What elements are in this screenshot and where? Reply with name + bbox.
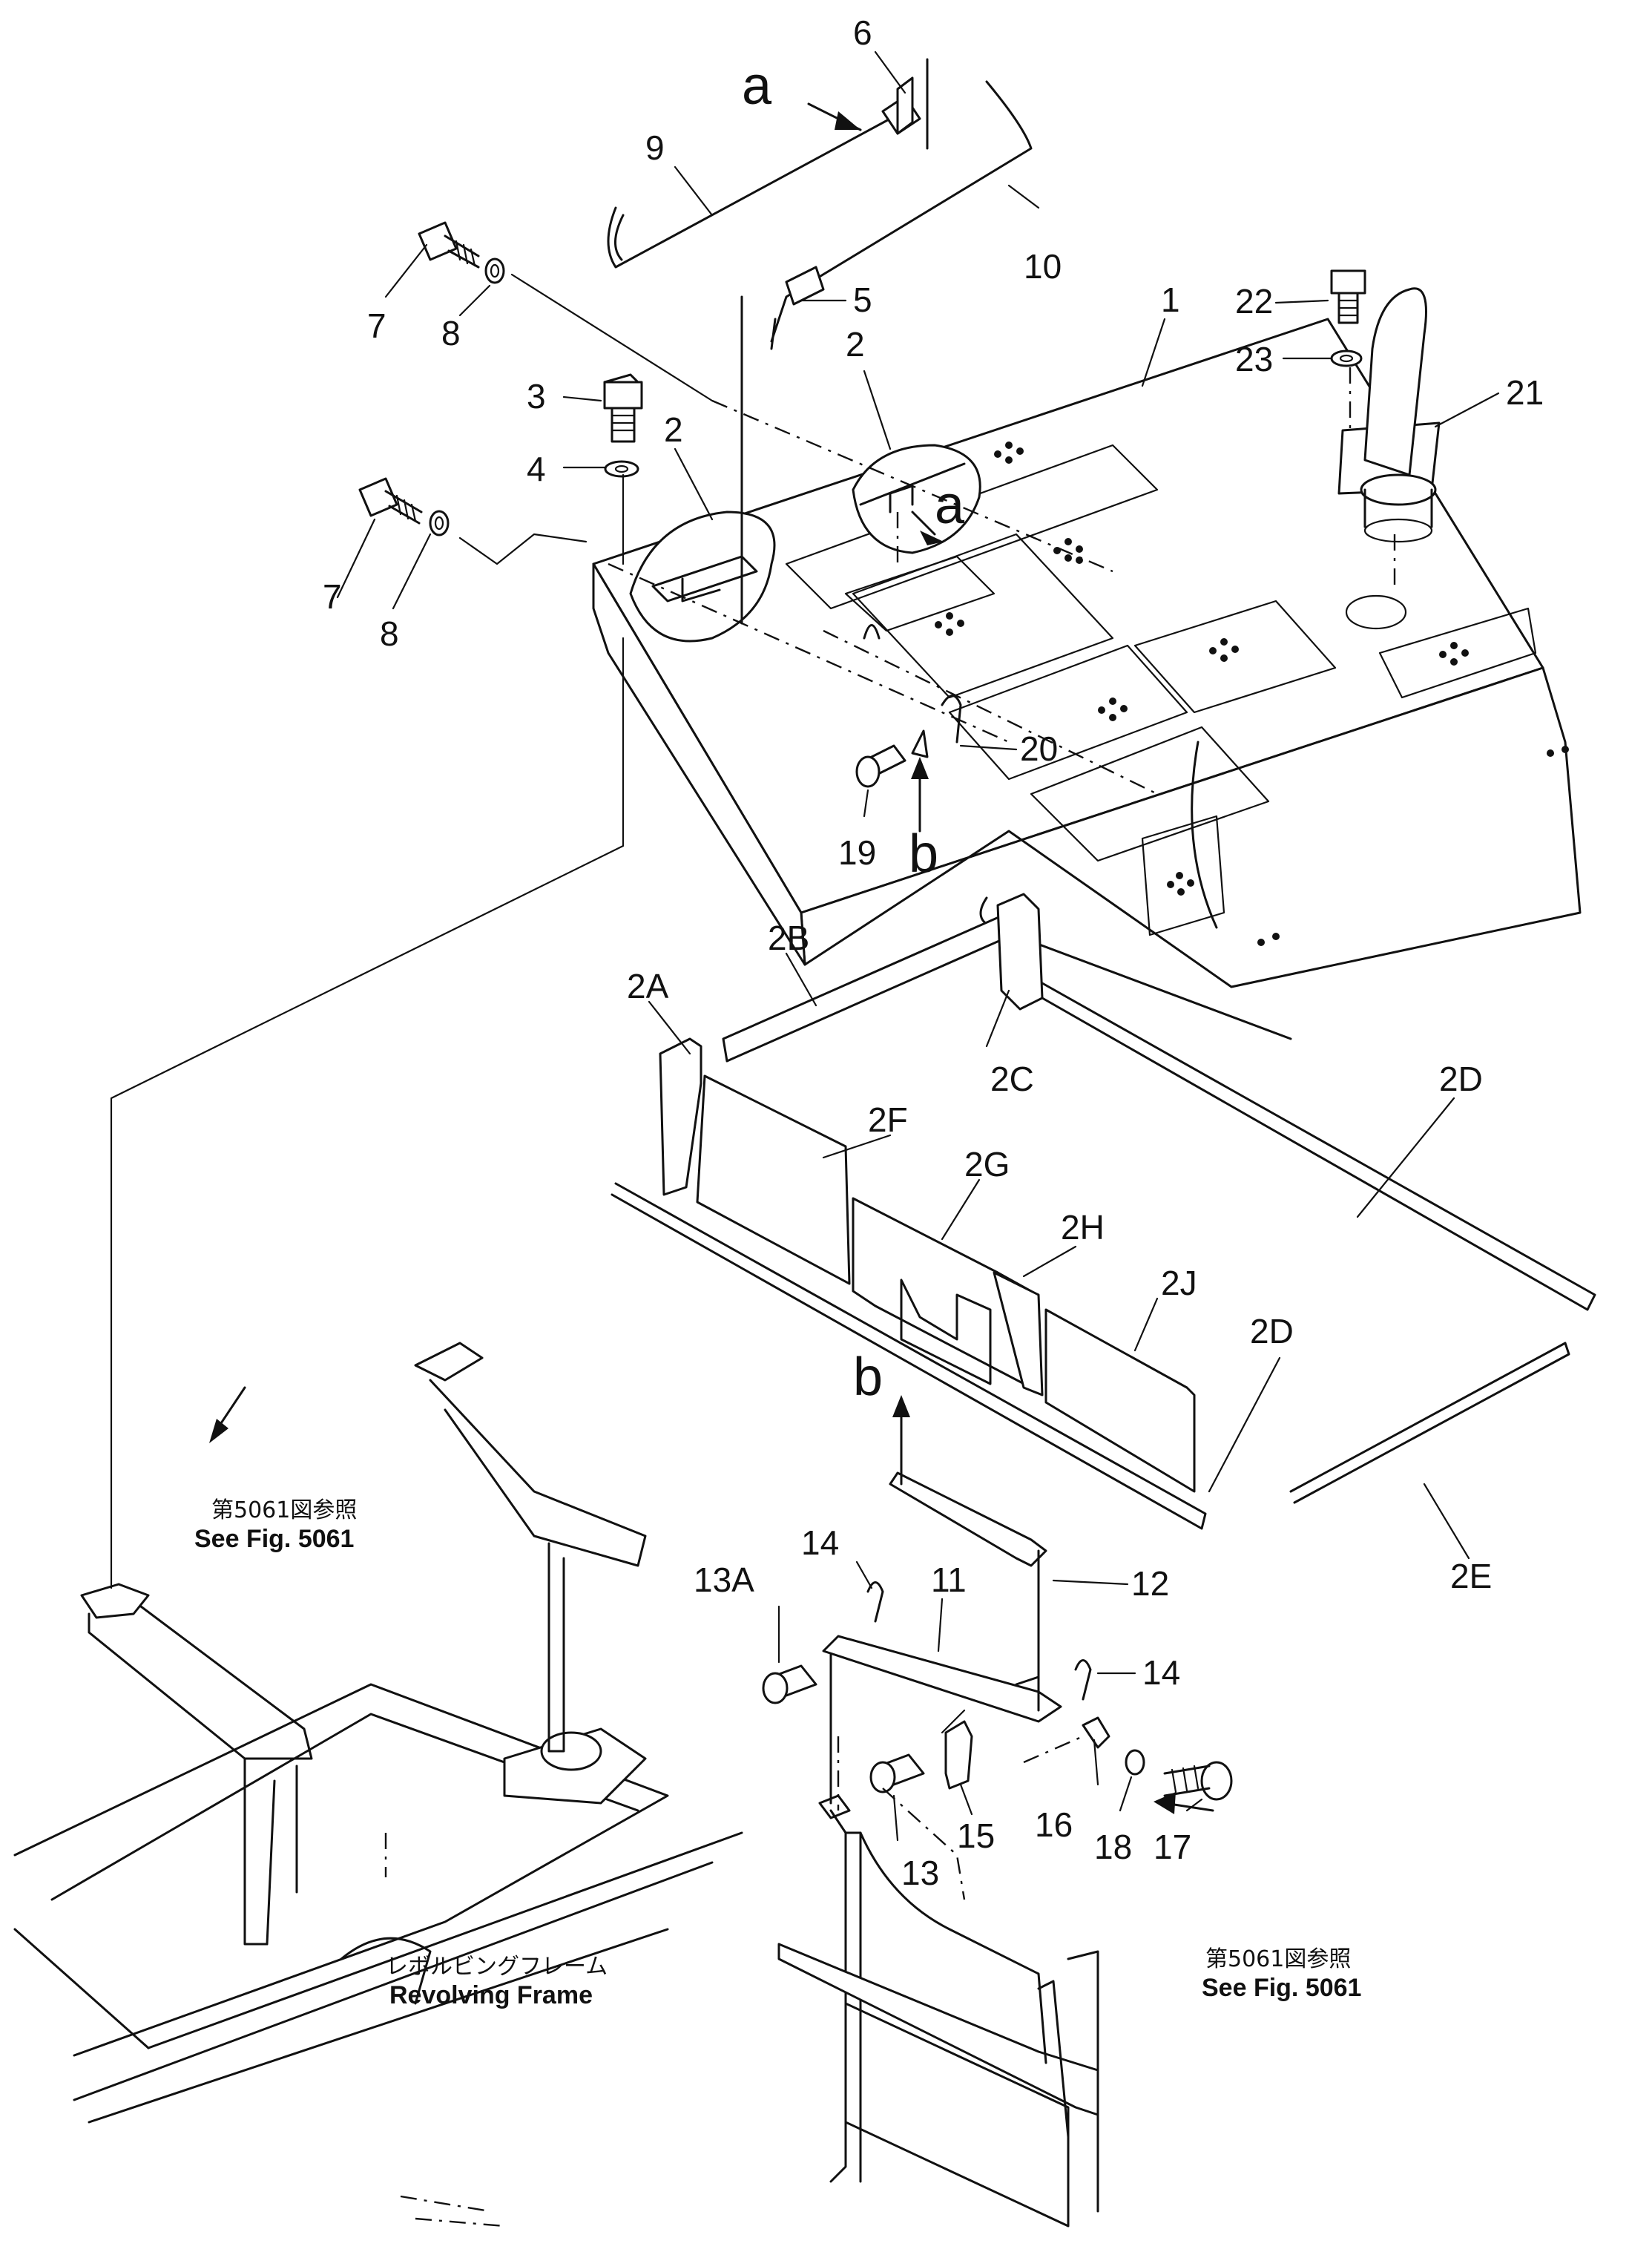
label-2D-lower: 2D — [1250, 1312, 1294, 1350]
frame-note-jp: レボルビングフレーム — [386, 1954, 608, 1980]
engine-hood — [592, 318, 1582, 1040]
label-14-left: 14 — [801, 1523, 839, 1562]
latch-detail-right — [852, 444, 981, 554]
label-2J: 2J — [1161, 1264, 1197, 1302]
label-2A: 2A — [627, 967, 669, 1005]
reference-notes: 第5061図参照 See Fig. 5061 第5061図参照 See Fig.… — [194, 1497, 1361, 2009]
seal-panel-assembly — [611, 893, 1596, 1530]
label-19: 19 — [838, 833, 876, 872]
washer-8-lower — [429, 510, 450, 536]
view-arrows — [209, 102, 1214, 1814]
label-1: 1 — [1161, 280, 1180, 319]
label-2-right: 2 — [846, 325, 865, 364]
washer-23 — [1330, 349, 1363, 367]
label-6: 6 — [853, 13, 872, 52]
washer-4 — [604, 460, 639, 478]
latch-detail-left — [629, 511, 776, 643]
label-20: 20 — [1020, 729, 1058, 768]
ref-note-right-en: See Fig. 5061 — [1202, 1974, 1361, 2002]
label-2H: 2H — [1061, 1208, 1105, 1247]
spring-clip-20 — [911, 695, 962, 758]
lower-right-frame — [777, 1809, 1099, 2228]
part-leaders — [336, 50, 1500, 1842]
label-2B: 2B — [768, 919, 809, 957]
prop-rod-assembly — [607, 58, 1033, 625]
lock-pin-19 — [855, 744, 906, 788]
exhaust-pipe — [1337, 287, 1441, 543]
label-23: 23 — [1235, 340, 1273, 378]
label-3: 3 — [527, 377, 546, 416]
leader-lines — [110, 273, 1396, 2228]
label-10: 10 — [1024, 247, 1062, 286]
label-16: 16 — [1035, 1805, 1073, 1844]
label-21: 21 — [1506, 373, 1544, 412]
label-12: 12 — [1131, 1564, 1169, 1603]
label-9: 9 — [645, 128, 665, 167]
label-2E: 2E — [1450, 1557, 1492, 1595]
label-4: 4 — [527, 450, 546, 488]
washer-8-upper — [484, 257, 505, 284]
ref-note-left-jp: 第5061図参照 — [211, 1497, 357, 1523]
label-7-upper: 7 — [367, 306, 386, 345]
frame-note-en: Revolving Frame — [389, 1981, 593, 2009]
label-8-lower: 8 — [380, 614, 399, 653]
ref-note-left-en: See Fig. 5061 — [194, 1525, 354, 1553]
view-label-b-upper: b — [909, 824, 938, 884]
bolt-7-lower — [358, 477, 423, 525]
label-13A: 13A — [694, 1560, 754, 1599]
label-13: 13 — [901, 1854, 939, 1892]
ref-note-right-jp: 第5061図参照 — [1205, 1946, 1351, 1972]
linkage-assembly — [762, 1471, 1233, 1819]
view-label-b-lower: b — [853, 1348, 883, 1407]
revolving-frame — [13, 1342, 743, 2124]
view-label-a-top: a — [742, 56, 772, 116]
label-2F: 2F — [868, 1100, 908, 1139]
view-label-a-detail: a — [935, 476, 965, 535]
bolt-22 — [1330, 269, 1366, 324]
label-2-left: 2 — [664, 410, 683, 449]
label-18: 18 — [1094, 1828, 1132, 1866]
bolt-7-upper — [418, 221, 480, 269]
part-number-labels: 6 9 10 5 1 22 23 21 7 8 3 4 2 2 7 8 20 1… — [323, 13, 1544, 1892]
label-5: 5 — [853, 280, 872, 319]
label-11: 11 — [931, 1560, 967, 1599]
label-15: 15 — [957, 1816, 995, 1855]
label-17: 17 — [1154, 1828, 1191, 1866]
label-2D-upper: 2D — [1439, 1060, 1483, 1098]
label-7-lower: 7 — [323, 577, 342, 616]
bolt-3 — [603, 373, 643, 443]
label-14-right: 14 — [1142, 1653, 1180, 1692]
label-8-upper: 8 — [441, 314, 461, 352]
view-labels: a a b b — [742, 56, 965, 1407]
label-2G: 2G — [964, 1145, 1010, 1184]
label-2C: 2C — [990, 1060, 1034, 1098]
label-22: 22 — [1235, 282, 1273, 321]
